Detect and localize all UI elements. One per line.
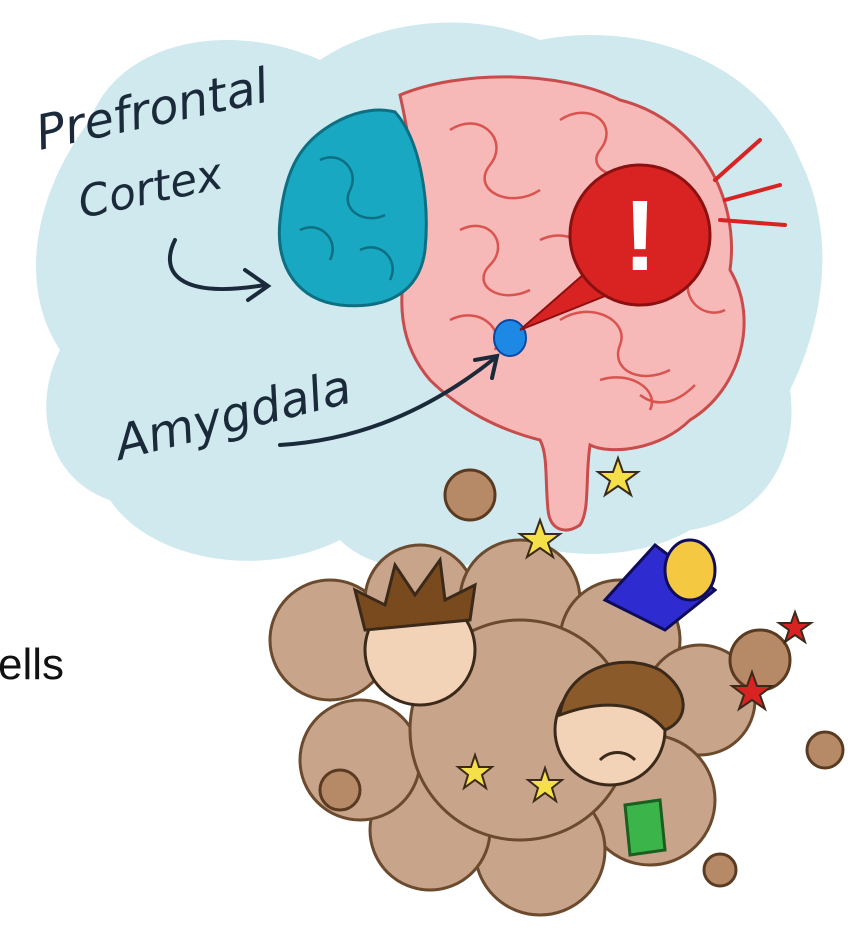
blue-club-end [665, 540, 715, 600]
amygdala [494, 320, 526, 356]
green-sleeve [625, 800, 665, 855]
star-icon [779, 612, 811, 642]
alert-icon: ! [623, 180, 656, 292]
slide-text-fragment: ells [0, 640, 64, 690]
